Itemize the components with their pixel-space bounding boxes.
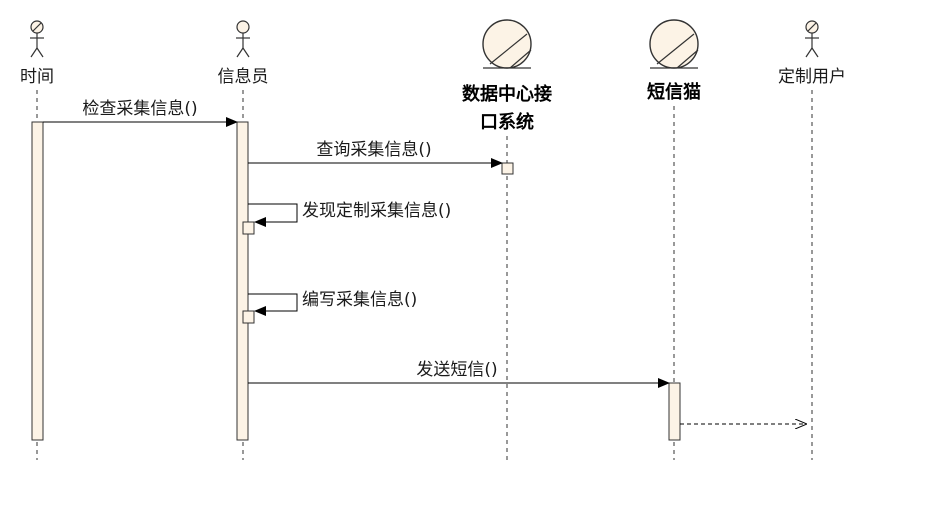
participant-label-line1: 数据中心接 [462, 83, 552, 105]
entity-icon [482, 19, 532, 69]
message-send-sms: 发送短信() [248, 360, 670, 388]
entity-icon [649, 19, 699, 69]
message-label: 查询采集信息() [316, 140, 431, 160]
participant-label: 定制用户 [778, 67, 846, 87]
participant-subscriber: 定制用户 [778, 20, 846, 460]
message-label: 编写采集信息() [302, 290, 417, 310]
participant-sms-cat: 短信猫 [647, 19, 701, 460]
activation-bar [236, 121, 249, 441]
activation-bar [501, 162, 514, 175]
activation-bar [31, 121, 44, 441]
message-check-collect-info: 检查采集信息() [43, 99, 238, 127]
message-find-subscribed-info: 发现定制采集信息() [248, 201, 451, 227]
self-call-activation [242, 310, 255, 324]
message-label: 发现定制采集信息() [302, 201, 451, 221]
message-label: 发送短信() [416, 360, 497, 380]
participant-label-line2: 口系统 [480, 111, 534, 133]
activation-bar [668, 382, 681, 441]
participant-time: 时间 [20, 20, 54, 460]
participant-label: 时间 [20, 67, 54, 87]
participant-label: 短信猫 [647, 81, 701, 103]
message-write-collect-info: 编写采集信息() [248, 290, 417, 316]
actor-icon [30, 20, 44, 58]
actor-icon [236, 20, 250, 58]
participant-label: 信息员 [218, 67, 269, 87]
actor-icon [805, 20, 819, 58]
participant-info-clerk: 信息员 [218, 20, 269, 460]
message-label: 检查采集信息() [82, 99, 197, 119]
message-query-collect-info: 查询采集信息() [248, 140, 503, 168]
participant-data-center: 数据中心接 口系统 [462, 19, 552, 460]
self-call-activation [242, 221, 255, 235]
